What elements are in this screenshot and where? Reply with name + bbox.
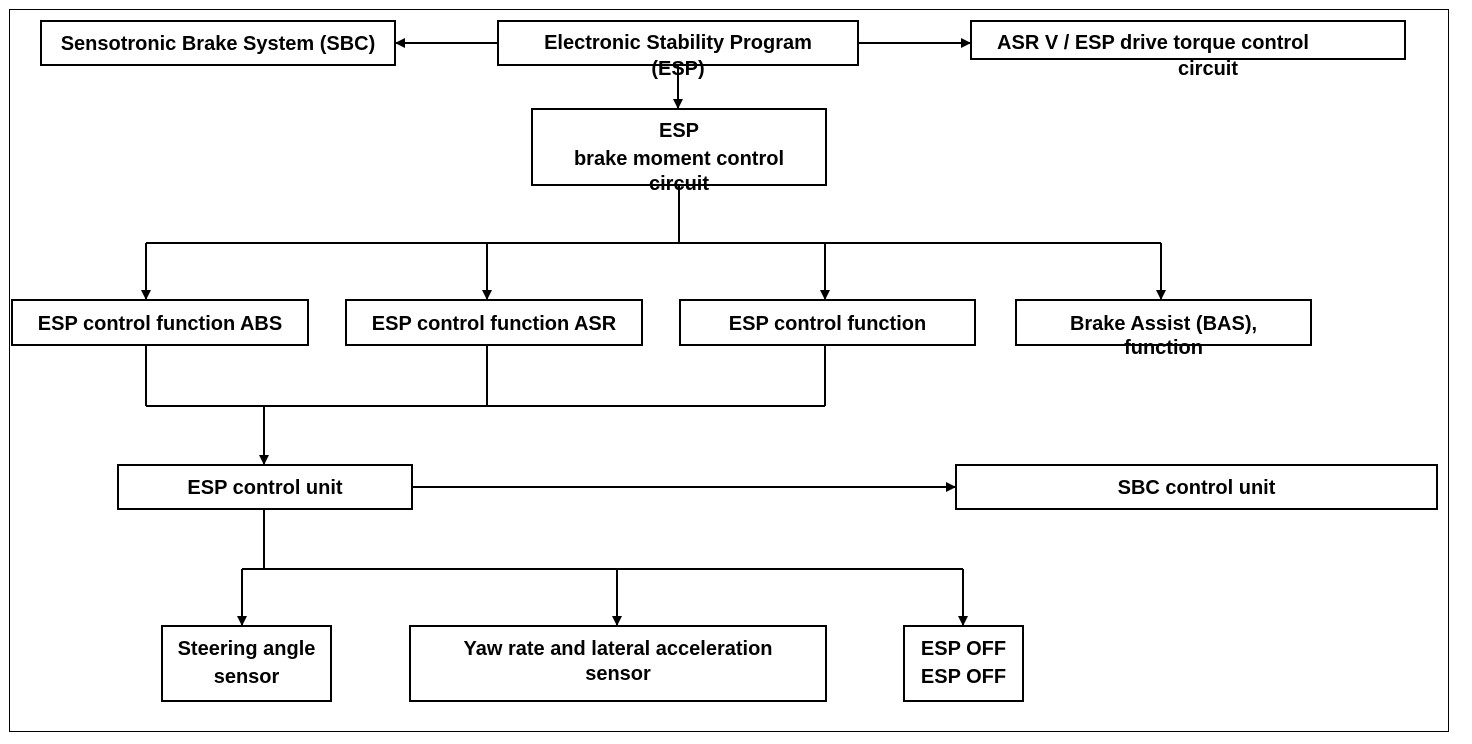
steering-sensor-label: Steering angle (177, 638, 316, 660)
esp-off-label: ESP OFF (920, 638, 1007, 660)
sbc-system-label: Sensotronic Brake System (SBC) (60, 33, 376, 55)
brake-moment-title: ESP (658, 120, 700, 142)
asr-function-box: ESP control function ASR (345, 299, 643, 346)
brake-moment-label-line3: circuit (648, 173, 710, 195)
esp-program-label: Electronic Stability Program (544, 32, 812, 54)
bas-function-label: Brake Assist (BAS), (1069, 313, 1258, 335)
sbc-system-box: Sensotronic Brake System (SBC) (40, 20, 396, 66)
esp-program-abbrev: (ESP) (651, 58, 705, 80)
abs-function-label: ESP control function ABS (37, 313, 283, 335)
bas-function-box: Brake Assist (BAS), function (1015, 299, 1312, 359)
brake-moment-box: ESP brake moment control circuit (531, 108, 827, 195)
asr-circuit-box: ASR V / ESP drive torque control circuit (970, 20, 1406, 80)
sbc-control-unit-label: SBC control unit (1117, 477, 1276, 499)
esp-program-box: Electronic Stability Program (ESP) (497, 20, 859, 80)
yaw-sensor-label: Yaw rate and lateral acceleration (463, 638, 773, 660)
abs-function-box: ESP control function ABS (11, 299, 309, 346)
esp-off-label-line2: ESP OFF (920, 666, 1007, 688)
asr-circuit-label-line2: circuit (1177, 58, 1239, 80)
brake-moment-label: brake moment control (573, 148, 785, 170)
esp-off-box: ESP OFF ESP OFF (903, 625, 1024, 702)
yaw-sensor-box: Yaw rate and lateral acceleration sensor (409, 625, 827, 702)
diagram-frame (9, 9, 1449, 732)
yaw-sensor-label-line2: sensor (585, 663, 651, 685)
steering-sensor-box: Steering angle sensor (161, 625, 332, 702)
steering-sensor-label-line2: sensor (213, 666, 280, 688)
bas-function-label-line2: function (1124, 337, 1203, 359)
asr-circuit-label: ASR V / ESP drive torque control (997, 32, 1309, 54)
esp-control-unit-box: ESP control unit (117, 464, 413, 510)
esp-function-label: ESP control function (728, 313, 927, 335)
esp-control-unit-label: ESP control unit (187, 477, 343, 499)
sbc-control-unit-box: SBC control unit (955, 464, 1438, 510)
esp-function-box: ESP control function (679, 299, 976, 346)
asr-function-label: ESP control function ASR (371, 313, 617, 335)
